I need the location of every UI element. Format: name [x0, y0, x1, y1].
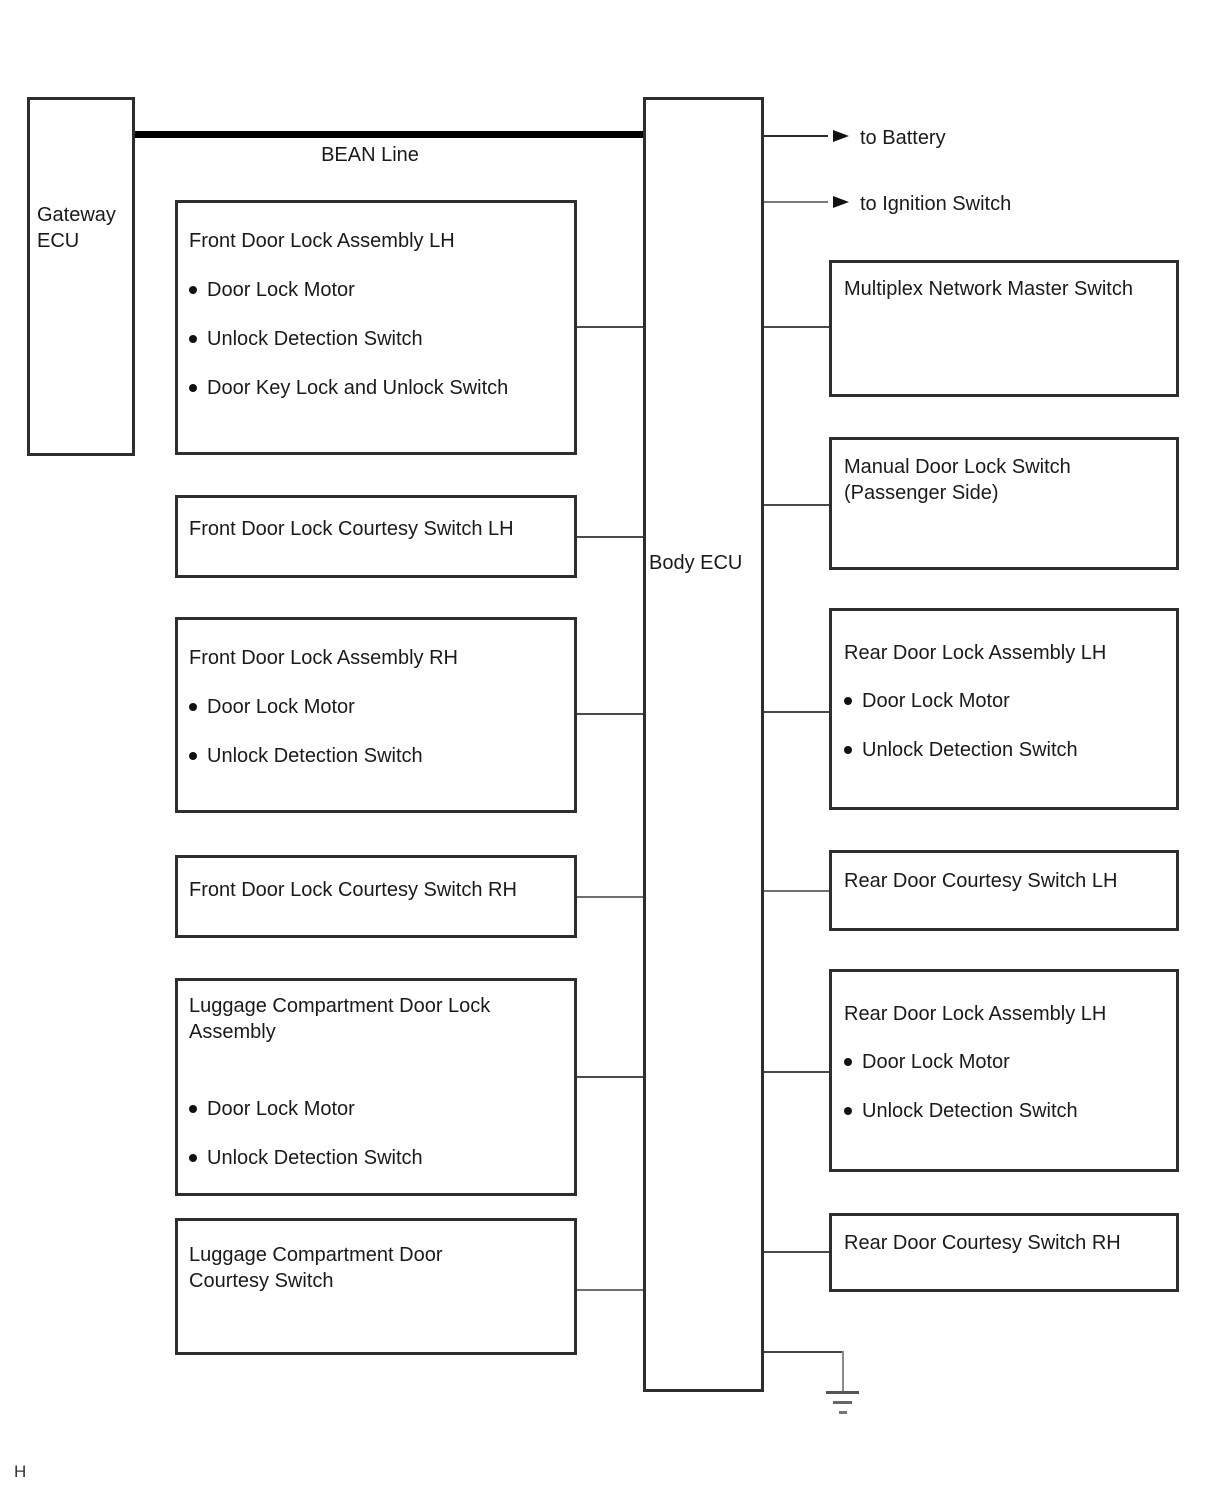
box-title: Manual Door Lock Switch (Passenger Side): [844, 456, 1071, 504]
box-title: Front Door Lock Assembly LH: [189, 230, 455, 252]
bullet-item: Door Lock Motor: [844, 1051, 1166, 1073]
bullet-dot-icon: [189, 703, 197, 711]
bullet-dot-icon: [189, 286, 197, 294]
ground-symbol: [826, 1391, 859, 1394]
bullet-item: Door Lock Motor: [844, 690, 1166, 712]
box-title: Rear Door Lock Assembly LH: [844, 642, 1107, 664]
box-rear-door-lock-assembly-lh-1: Rear Door Lock Assembly LH Door Lock Mot…: [829, 608, 1179, 810]
box-rear-door-courtesy-switch-lh: Rear Door Courtesy Switch LH: [829, 850, 1179, 931]
box-luggage-compartment-door-courtesy-switch: Luggage Compartment Door Courtesy Switch: [175, 1218, 577, 1355]
connector-line: [764, 711, 829, 713]
box-title: Rear Door Courtesy Switch LH: [844, 870, 1118, 892]
box-title: Front Door Lock Courtesy Switch RH: [189, 879, 517, 901]
box-title: Front Door Lock Courtesy Switch LH: [189, 518, 514, 540]
connector-line: [577, 713, 643, 715]
bullet-dot-icon: [189, 1154, 197, 1162]
bullet-dot-icon: [844, 746, 852, 754]
bullet-item: Unlock Detection Switch: [844, 1100, 1166, 1122]
ground-stem: [842, 1351, 844, 1392]
bullet-item: Door Lock Motor: [189, 696, 564, 718]
ground-line: [764, 1351, 844, 1353]
box-title: Multiplex Network Master Switch: [844, 278, 1133, 300]
bullet-dot-icon: [189, 752, 197, 760]
connector-line: [764, 1071, 829, 1073]
box-gateway-ecu: Gateway ECU: [27, 97, 135, 456]
to-ignition-switch-label: to Ignition Switch: [860, 193, 1012, 215]
connector-line: [764, 326, 829, 328]
box-front-door-lock-courtesy-switch-rh: Front Door Lock Courtesy Switch RH: [175, 855, 577, 938]
box-title: Rear Door Courtesy Switch RH: [844, 1232, 1121, 1254]
box-multiplex-network-master-switch: Multiplex Network Master Switch: [829, 260, 1179, 397]
box-rear-door-courtesy-switch-rh: Rear Door Courtesy Switch RH: [829, 1213, 1179, 1292]
bullet-dot-icon: [844, 1107, 852, 1115]
bullet-item: Unlock Detection Switch: [189, 745, 564, 767]
bean-line-label: BEAN Line: [321, 144, 419, 166]
connector-line: [577, 896, 643, 898]
ground-symbol: [833, 1401, 852, 1404]
connector-line: [764, 890, 829, 892]
connector-line: [577, 1289, 643, 1291]
bullet-dot-icon: [189, 335, 197, 343]
bullet-dot-icon: [189, 1105, 197, 1113]
ignition-line: [764, 201, 828, 203]
box-title: Front Door Lock Assembly RH: [189, 647, 458, 669]
box-rear-door-lock-assembly-lh-2: Rear Door Lock Assembly LH Door Lock Mot…: [829, 969, 1179, 1172]
bullet-item: Door Key Lock and Unlock Switch: [189, 377, 564, 399]
connector-line: [577, 536, 643, 538]
page-marker: H: [14, 1462, 27, 1481]
bullet-item: Unlock Detection Switch: [189, 1147, 564, 1169]
bullet-dot-icon: [844, 1058, 852, 1066]
bullet-dot-icon: [844, 697, 852, 705]
box-title: Luggage Compartment Door Courtesy Switch: [189, 1244, 443, 1292]
bullet-item: Door Lock Motor: [189, 279, 564, 301]
connector-line: [764, 1251, 829, 1253]
bullet-item: Door Lock Motor: [189, 1098, 564, 1120]
ground-symbol: [839, 1411, 847, 1414]
box-front-door-lock-assembly-lh: Front Door Lock Assembly LH Door Lock Mo…: [175, 200, 577, 455]
connector-line: [764, 504, 829, 506]
connector-line: [577, 1076, 643, 1078]
box-luggage-compartment-door-lock-assembly: Luggage Compartment Door Lock Assembly D…: [175, 978, 577, 1196]
box-front-door-lock-courtesy-switch-lh: Front Door Lock Courtesy Switch LH: [175, 495, 577, 578]
bullet-dot-icon: [189, 384, 197, 392]
bullet-item: Unlock Detection Switch: [844, 739, 1166, 761]
box-body-ecu: Body ECU: [643, 97, 764, 1392]
body-ecu-label: Body ECU: [649, 552, 743, 574]
bullet-item: Unlock Detection Switch: [189, 328, 564, 350]
box-title: Luggage Compartment Door Lock Assembly: [189, 995, 491, 1043]
right-arrow-icon: [833, 130, 849, 142]
right-arrow-icon: [833, 196, 849, 208]
connector-line: [577, 326, 643, 328]
battery-line: [764, 135, 828, 137]
gateway-ecu-label: Gateway ECU: [37, 204, 116, 252]
to-battery-label: to Battery: [860, 127, 946, 149]
box-title: Rear Door Lock Assembly LH: [844, 1003, 1107, 1025]
box-manual-door-lock-switch-passenger-side: Manual Door Lock Switch (Passenger Side): [829, 437, 1179, 570]
bean-line: [135, 131, 643, 138]
box-front-door-lock-assembly-rh: Front Door Lock Assembly RH Door Lock Mo…: [175, 617, 577, 813]
